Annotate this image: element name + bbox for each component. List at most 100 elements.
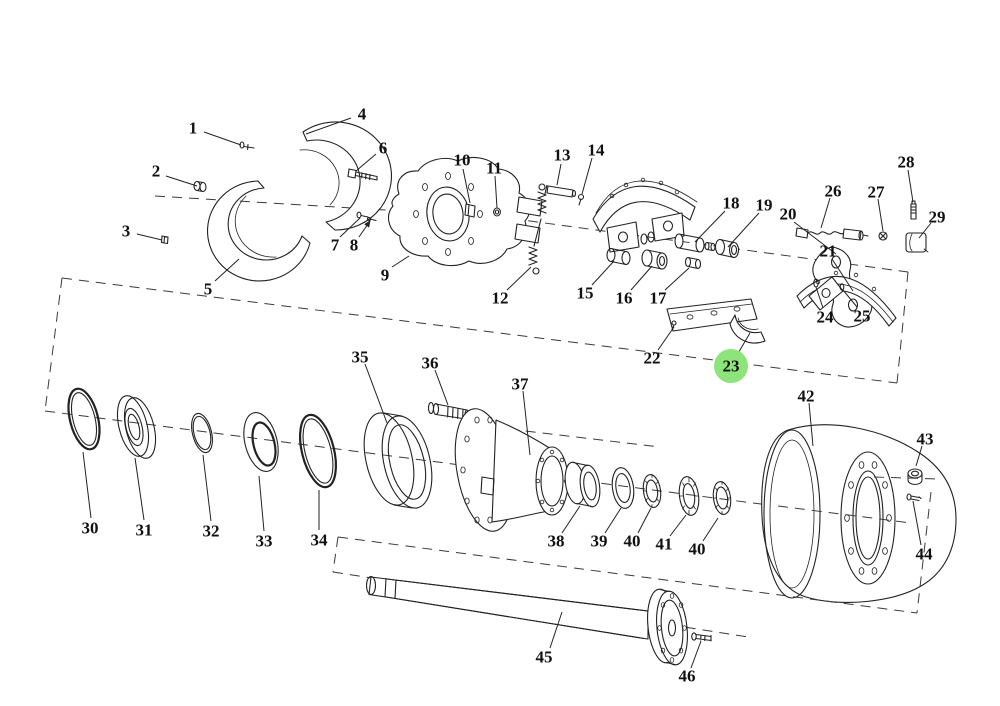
callout-40: 40 [624, 507, 652, 551]
callout-leader-22 [657, 326, 675, 351]
part-brake-spider-9 [387, 157, 543, 267]
callout-leader-17 [664, 267, 690, 291]
callout-24: 24 [815, 286, 834, 327]
callout-46: 46 [679, 640, 702, 686]
part-bracket-29 [905, 232, 929, 253]
callout-leader-46 [690, 640, 702, 669]
callout-label-7: 7 [331, 236, 340, 255]
part-washer-39 [611, 467, 635, 509]
callout-label-38: 38 [548, 532, 565, 551]
callout-label-19: 19 [756, 196, 773, 215]
lower-box-left-edge [332, 536, 339, 573]
callout-7: 7 [331, 217, 361, 255]
callout-34: 34 [311, 490, 329, 550]
part-clip-3 [160, 235, 169, 245]
part-ring-34 [298, 413, 338, 489]
callout-label-33: 33 [256, 532, 273, 551]
callout-32: 32 [202, 454, 220, 541]
callout-leader-42 [808, 402, 814, 447]
part-grommet-27 [878, 231, 888, 241]
upper-box-left-edge [44, 277, 63, 412]
upper-box-diagonal [61, 277, 898, 384]
callout-leader-31 [134, 457, 145, 521]
callout-leader-6 [355, 153, 377, 172]
callout-label-23: 23 [723, 357, 740, 376]
part-roller-19 [714, 238, 740, 259]
callout-leader-27 [877, 198, 884, 232]
part-screw-1 [239, 141, 255, 151]
callout-leader-38 [561, 505, 581, 534]
part-pin-28 [910, 200, 917, 220]
part-screw-44 [906, 493, 922, 502]
callout-leader-29 [918, 222, 932, 239]
callout-leader-35 [364, 363, 388, 424]
part-pin-25 [839, 283, 845, 291]
callout-36: 36 [422, 354, 449, 406]
part-bushing-18 [674, 233, 716, 253]
callout-4: 4 [305, 105, 367, 135]
callout-13: 13 [554, 146, 571, 186]
callout-label-31: 31 [136, 521, 153, 540]
callout-leader-4 [305, 117, 352, 135]
callout-label-25: 25 [854, 307, 871, 326]
callout-leader-8 [358, 220, 371, 238]
callout-label-4: 4 [358, 105, 367, 124]
callout-28: 28 [898, 153, 915, 203]
part-brake-shoe-lower-21 [796, 270, 897, 327]
callout-label-22: 22 [644, 349, 661, 368]
callout-11: 11 [486, 159, 502, 209]
callout-leader-32 [202, 454, 212, 522]
callout-leader-5 [214, 258, 240, 282]
callout-label-45: 45 [536, 648, 553, 667]
part-bearing-cone-38 [564, 461, 601, 508]
callout-leader-11 [494, 175, 498, 209]
callout-37: 37 [512, 375, 531, 456]
part-brake-drum-42 [761, 424, 957, 603]
callout-8: 8 [350, 220, 371, 255]
part-screw-7 [356, 211, 369, 219]
part-oring-30 [67, 387, 101, 451]
callout-label-17: 17 [650, 289, 668, 308]
callout-leader-40 [637, 507, 652, 534]
callout-leader-20 [793, 221, 837, 255]
callout-26: 26 [820, 182, 842, 229]
callout-15: 15 [577, 260, 615, 303]
callout-leader-13 [556, 163, 562, 186]
callout-leader-24 [815, 286, 824, 309]
callout-41: 41 [656, 514, 687, 554]
part-bolt-46 [691, 632, 712, 642]
callout-label-39: 39 [591, 532, 608, 551]
part-lock-nut-40b [712, 481, 732, 515]
upper-box-right-edge [896, 271, 909, 384]
callout-label-15: 15 [577, 284, 594, 303]
callout-16: 16 [616, 265, 653, 308]
callout-38: 38 [548, 505, 581, 551]
callout-label-1: 1 [189, 119, 198, 138]
callout-label-11: 11 [486, 159, 502, 178]
callout-leader-36 [434, 369, 449, 406]
callout-leader-40-b [702, 517, 719, 542]
callout-17: 17 [650, 267, 690, 308]
callout-19: 19 [727, 196, 773, 248]
callout-label-10: 10 [454, 151, 471, 170]
callout-leader-45 [549, 611, 563, 649]
callout-label-18: 18 [723, 194, 740, 213]
callout-29: 29 [918, 208, 946, 239]
callout-leader-39 [604, 507, 622, 534]
part-hub-ring-35 [363, 412, 433, 509]
callout-leader-12 [506, 266, 532, 291]
callout-42: 42 [798, 387, 815, 447]
callout-40-b: 40 [689, 517, 719, 559]
callout-label-20: 20 [780, 205, 797, 224]
callout-label-36: 36 [422, 354, 439, 373]
part-lock-washer-41 [678, 476, 700, 516]
callout-label-9: 9 [381, 266, 390, 285]
callout-leader-21 [831, 258, 854, 292]
callout-label-34: 34 [311, 531, 329, 550]
callout-leader-2 [165, 175, 198, 187]
callout-label-8: 8 [350, 236, 359, 255]
callout-label-12: 12 [492, 289, 509, 308]
drum-centerline-segment [777, 505, 912, 524]
callout-3: 3 [122, 222, 163, 241]
